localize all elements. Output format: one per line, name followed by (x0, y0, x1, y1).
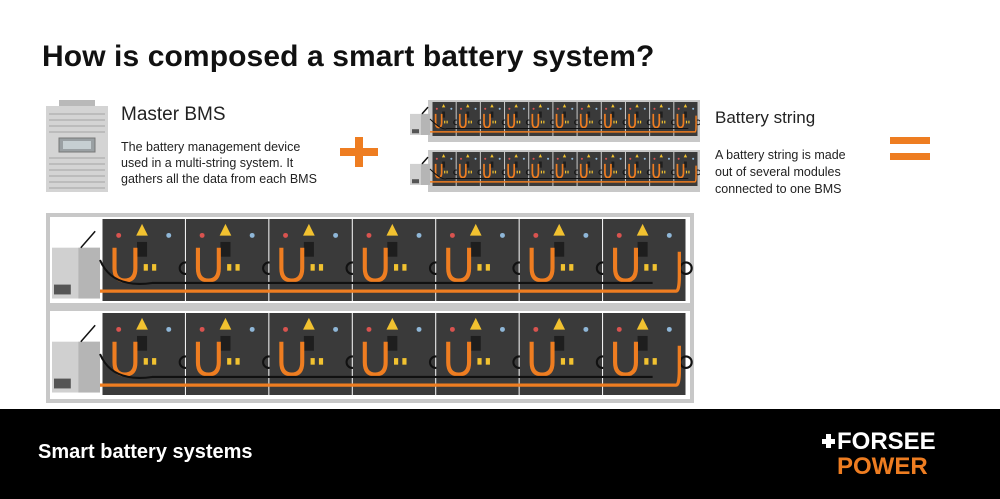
warning-icon (441, 104, 446, 108)
battery-string-icon (410, 150, 700, 192)
logo-line-1: FORSEE (837, 428, 936, 455)
warning-icon (219, 223, 232, 236)
warning-icon (469, 317, 482, 330)
battery-string-row (52, 219, 693, 301)
battery-string-row (410, 152, 700, 186)
battery-string-description: A battery string is made out of several … (715, 148, 846, 196)
warning-icon (659, 104, 663, 108)
footer-bar (0, 409, 1000, 499)
warning-icon (683, 154, 688, 158)
warning-icon (587, 104, 591, 108)
master-bms-description: The battery management device used in a … (121, 140, 317, 186)
warning-icon (136, 317, 148, 330)
warning-icon (490, 154, 494, 158)
warning-icon (538, 154, 543, 158)
warning-icon (538, 104, 543, 108)
battery-string-icon (410, 100, 700, 142)
footer-text: Smart battery systems (38, 441, 253, 463)
warning-icon (562, 154, 567, 158)
battery-string-row (52, 313, 693, 395)
warning-icon (659, 154, 663, 158)
warning-icon (553, 317, 566, 330)
warning-icon (386, 317, 399, 330)
battery-rack-illustration (46, 213, 694, 403)
warning-icon (386, 223, 399, 236)
warning-icon (587, 154, 591, 158)
bms-device-icon (46, 100, 108, 192)
warning-icon (683, 104, 688, 108)
plus-icon (340, 137, 378, 167)
warning-icon (219, 317, 232, 330)
warning-icon (635, 154, 639, 158)
warning-icon (469, 223, 482, 236)
page-title: How is composed a smart battery system? (42, 40, 655, 73)
logo-plus-icon (822, 434, 835, 448)
warning-icon (514, 104, 518, 108)
warning-icon (303, 223, 315, 236)
warning-icon (441, 154, 446, 158)
warning-icon (611, 154, 615, 158)
warning-icon (490, 104, 494, 108)
warning-icon (303, 317, 315, 330)
equals-icon (890, 137, 930, 160)
warning-icon (611, 104, 615, 108)
warning-icon (466, 154, 470, 158)
warning-icon (553, 223, 566, 236)
warning-icon (466, 104, 470, 108)
warning-icon (136, 223, 148, 236)
master-bms-title: Master BMS (121, 104, 226, 125)
warning-icon (562, 104, 567, 108)
battery-string-row (410, 102, 700, 136)
battery-string-title: Battery string (715, 108, 816, 127)
logo-line-2: POWER (837, 453, 928, 480)
warning-icon (635, 104, 639, 108)
warning-icon (636, 223, 649, 236)
warning-icon (636, 317, 649, 330)
warning-icon (514, 154, 518, 158)
